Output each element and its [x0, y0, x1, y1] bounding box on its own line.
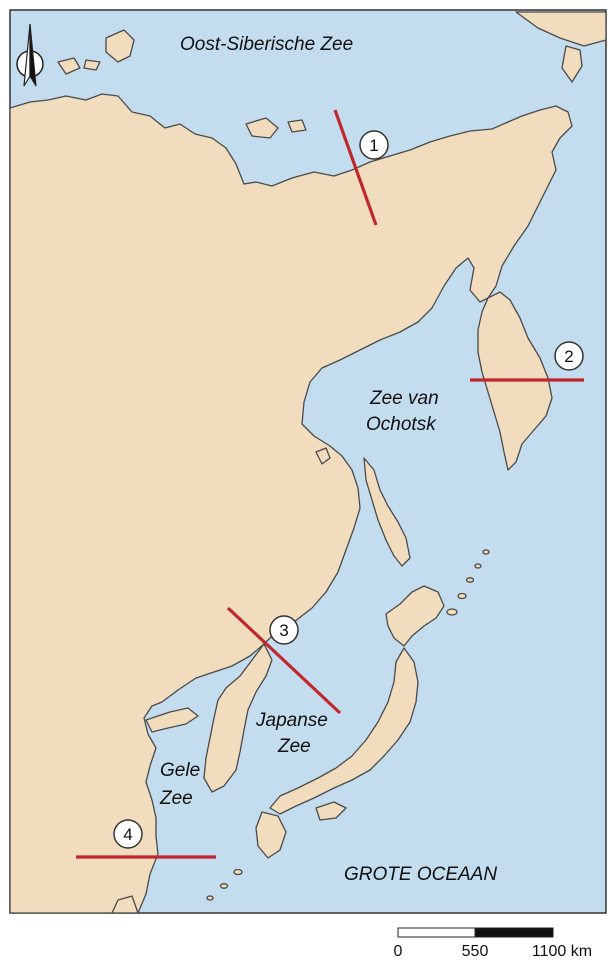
- label-yellow-sea-1: Gele: [160, 760, 200, 781]
- island-bear-a: [245, 117, 279, 139]
- profile-number-4: 4: [123, 825, 132, 844]
- label-east-siberian-sea: Oost-Siberische Zee: [180, 34, 353, 55]
- mainland-asia: [9, 93, 573, 914]
- island-novosibirsk-c: [83, 59, 101, 71]
- profile-marker-4: 4: [113, 819, 143, 849]
- scale-bar: 0 550 1100 km: [394, 927, 592, 960]
- shikoku: [315, 801, 347, 821]
- island-shantar: [315, 447, 331, 465]
- profile-marker-1: 1: [359, 130, 389, 160]
- scale-tick-550: 550: [462, 943, 489, 960]
- scale-tick-0: 0: [394, 943, 403, 960]
- sakhalin: [363, 457, 411, 567]
- label-pacific: GROTE OCEAAN: [344, 864, 497, 885]
- taiwan: [111, 895, 139, 914]
- land: [9, 11, 607, 914]
- profile-line-1: [333, 109, 378, 226]
- hokkaido: [385, 585, 445, 647]
- island-novosibirsk-b: [57, 57, 81, 75]
- label-yellow-sea-2: Zee: [159, 788, 193, 809]
- korea: [203, 643, 273, 793]
- profile-line-3: [226, 606, 342, 715]
- label-japan-sea-2: Zee: [277, 736, 311, 757]
- profile-number-2: 2: [564, 347, 573, 366]
- label-okhotsk-1: Zee van: [369, 388, 439, 409]
- profile-marker-2: 2: [554, 341, 584, 371]
- profile-lines: [76, 109, 584, 859]
- island-novosibirsk-a: [105, 29, 135, 63]
- kuril-islands: [446, 549, 490, 616]
- profile-marker-3: 3: [269, 615, 299, 645]
- shandong-peninsula: [145, 707, 199, 733]
- label-okhotsk-2: Ochotsk: [366, 414, 437, 435]
- ryukyu-islands: [206, 868, 243, 901]
- north-arrow-icon: [16, 23, 44, 87]
- profile-number-1: 1: [369, 136, 378, 155]
- profile-number-3: 3: [279, 621, 288, 640]
- kyushu: [255, 811, 287, 859]
- island-bear-b: [287, 119, 307, 133]
- scale-tick-1100: 1100 km: [532, 943, 592, 960]
- honshu: [269, 647, 419, 815]
- island-wrangel: [515, 11, 607, 47]
- label-japan-sea-1: Japanse: [255, 710, 328, 731]
- island-east-a: [561, 45, 583, 83]
